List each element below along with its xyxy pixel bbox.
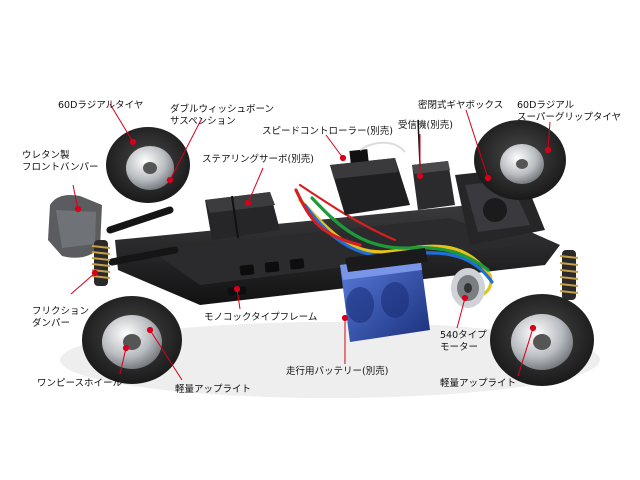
label-motor-line1: 540タイプ — [440, 330, 487, 341]
front-suspension — [106, 206, 179, 266]
ground-shadow — [60, 322, 600, 398]
rear-damper — [559, 250, 579, 300]
label-double-wishbone-line1: ダブルウィッシュボーン — [170, 104, 275, 115]
label-radial-tire-front: 60Dラジアルタイヤ — [58, 100, 144, 111]
label-monocoque-frame: モノコックタイプフレーム — [204, 312, 318, 323]
label-double-wishbone: ダブルウィッシュボーン サスペンション — [170, 104, 274, 128]
label-super-grip-tire: 60Dラジアル スーパーグリップタイヤ — [517, 100, 621, 124]
label-one-piece-wheel: ワンピースホイール — [37, 378, 123, 389]
battery-pack — [340, 248, 430, 342]
label-friction-damper: フリクション ダンパー — [32, 306, 89, 330]
label-battery: 走行用バッテリー(別売) — [286, 366, 389, 377]
rear-left-tire — [474, 120, 566, 200]
label-receiver: 受信機(別売) — [398, 120, 453, 131]
label-friction-damper-line2: ダンパー — [32, 318, 71, 329]
label-friction-damper-line1: フリクション — [32, 306, 90, 317]
motor — [451, 268, 485, 308]
front-damper — [91, 240, 111, 286]
label-motor: 540タイプ モーター — [440, 330, 487, 354]
receiver — [412, 119, 455, 210]
rear-right-tire — [490, 294, 594, 386]
label-light-upright-front: 軽量アップライト — [175, 384, 252, 395]
label-speed-controller: スピードコントローラー(別売) — [262, 126, 393, 137]
label-super-grip-line1: 60Dラジアル — [517, 100, 575, 111]
front-right-tire — [82, 296, 182, 384]
label-urethan-bumper-line2: フロントバンパー — [22, 162, 99, 173]
label-double-wishbone-line2: サスペンション — [170, 116, 236, 127]
label-urethan-bumper-line1: ウレタン製 — [22, 150, 70, 161]
label-gearbox: 密閉式ギヤボックス — [418, 100, 504, 111]
label-light-upright-rear: 軽量アップライト — [440, 378, 517, 389]
speed-controller — [330, 141, 410, 215]
label-steering-servo: ステアリングサーボ(別売) — [202, 154, 314, 165]
label-motor-line2: モーター — [440, 342, 479, 353]
label-super-grip-line2: スーパーグリップタイヤ — [517, 112, 622, 123]
label-urethan-bumper: ウレタン製 フロントバンパー — [22, 150, 98, 174]
front-left-tire — [106, 127, 190, 203]
callouts — [70, 103, 552, 381]
steering-servo — [205, 192, 280, 240]
